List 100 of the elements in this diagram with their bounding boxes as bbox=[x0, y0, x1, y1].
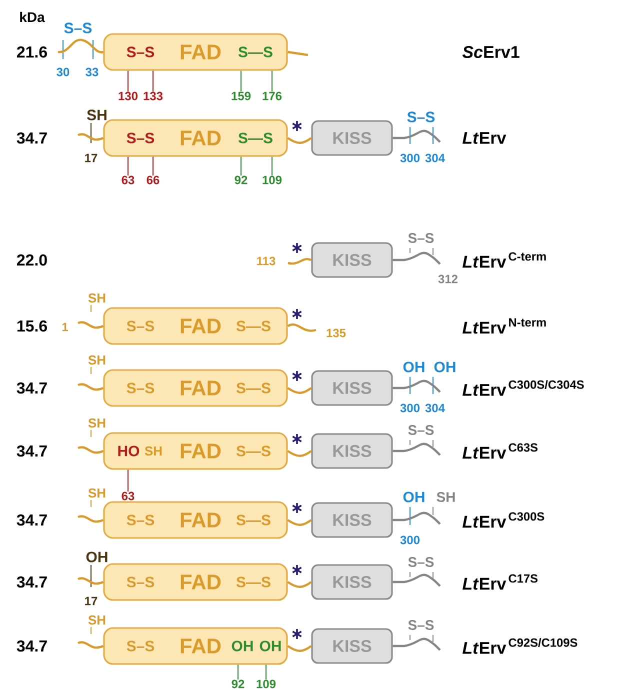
residue-number: 300 bbox=[400, 404, 420, 412]
molecular-mass: 22.0 bbox=[16, 254, 47, 266]
molecular-mass: 21.6 bbox=[16, 46, 47, 58]
linker-line bbox=[287, 450, 312, 457]
residue-number: 33 bbox=[86, 68, 98, 76]
residue-number: 176 bbox=[262, 92, 282, 100]
residue-number: 17 bbox=[85, 154, 98, 162]
protein-name: $\text{\textit{Lt}Erv}$ bbox=[462, 132, 506, 144]
linker-line bbox=[287, 137, 312, 144]
site-label: SH bbox=[88, 615, 106, 625]
kiss-domain-box: KISS bbox=[311, 242, 393, 278]
residue-number: 30 bbox=[56, 68, 70, 76]
protein-name: $\text{\textit{Lt}Erv}^{\,\text{C63S}}$ bbox=[462, 443, 538, 459]
leader-line bbox=[152, 70, 154, 92]
residue-number: 135 bbox=[326, 328, 346, 338]
linker-line bbox=[287, 645, 312, 652]
fad-domain-box: S–S FAD S—S bbox=[103, 501, 288, 539]
residue-number: 300 bbox=[400, 536, 420, 544]
site-label: SH bbox=[88, 488, 106, 498]
site-label: OH bbox=[434, 362, 456, 372]
residue-number: 63 bbox=[122, 492, 134, 500]
protein-name: $\text{\textit{Lt}Erv}^{\,\text{C300S/C304S}}$ bbox=[462, 380, 584, 396]
chain-tail bbox=[78, 515, 104, 523]
leader-line bbox=[240, 70, 242, 92]
residue-number: 92 bbox=[232, 680, 244, 688]
unit-label: kDa bbox=[20, 12, 45, 22]
molecular-mass: 34.7 bbox=[16, 132, 47, 144]
site-label: OH bbox=[86, 552, 108, 562]
residue-number: 113 bbox=[257, 256, 276, 266]
fad-domain-box: S–S FAD S—S bbox=[103, 119, 288, 157]
chain-tail bbox=[392, 252, 441, 265]
molecular-mass: 15.6 bbox=[17, 320, 47, 332]
site-label: SH bbox=[88, 293, 106, 303]
site-label: SH bbox=[88, 418, 106, 428]
chain-tail bbox=[78, 446, 104, 454]
site-label: SH bbox=[436, 492, 455, 502]
molecular-mass: 34.7 bbox=[16, 382, 47, 394]
site-label: S–S bbox=[408, 425, 434, 435]
linker-line bbox=[287, 387, 312, 394]
residue-number: 300 bbox=[400, 154, 420, 162]
leader-line bbox=[240, 156, 242, 176]
protein-name: $\text{\textit{Lt}Erv}^{\,\text{C300S}}$ bbox=[462, 512, 544, 528]
residue-number: 17 bbox=[85, 596, 98, 606]
site-label: S–S bbox=[64, 22, 92, 34]
residue-number: 66 bbox=[146, 176, 160, 184]
fad-domain-box: S–S FAD S—S bbox=[103, 307, 288, 345]
kiss-domain-box: KISS bbox=[311, 433, 393, 469]
site-label: S–S bbox=[407, 112, 435, 122]
linker-line bbox=[287, 519, 312, 526]
residue-number: 159 bbox=[232, 92, 251, 100]
protein-name: $\text{\textit{Lt}Erv}^{\,\text{C92S/C109S}}$ bbox=[462, 638, 578, 654]
residue-number: 304 bbox=[425, 404, 445, 412]
chain-tail bbox=[78, 641, 104, 649]
site-label: SH bbox=[88, 355, 106, 365]
site-label: S–S bbox=[408, 233, 434, 243]
residue-number: 304 bbox=[425, 154, 445, 162]
fad-domain-box: S–S FAD OH OH bbox=[103, 627, 288, 665]
residue-number: 63 bbox=[122, 176, 134, 184]
chain-tail bbox=[392, 130, 441, 143]
chain-tail bbox=[78, 321, 104, 329]
site-label: SH bbox=[87, 110, 106, 120]
chain-tail bbox=[392, 442, 441, 456]
protein-name: $\text{\textit{Sc}Erv1}$ bbox=[462, 46, 520, 58]
chain-tail bbox=[392, 512, 441, 525]
site-label: S–S bbox=[408, 620, 434, 630]
kiss-domain-box: KISS bbox=[311, 502, 393, 538]
kiss-domain-box: KISS bbox=[311, 370, 393, 406]
chain-tail bbox=[78, 133, 104, 141]
protein-name: $\text{\textit{Lt}Erv}^{\,\text{N-term}}$ bbox=[462, 318, 546, 334]
leader-line bbox=[152, 156, 154, 176]
kiss-domain-box: KISS bbox=[311, 628, 393, 664]
chain-tail bbox=[58, 38, 104, 54]
residue-number: 109 bbox=[262, 176, 282, 184]
molecular-mass: 34.7 bbox=[16, 514, 47, 526]
chain-tail bbox=[288, 50, 308, 56]
chain-tail bbox=[392, 638, 441, 651]
fad-domain-box: S–S FAD S—S bbox=[103, 369, 288, 407]
chain-tail bbox=[78, 383, 104, 391]
chain-tail bbox=[288, 258, 312, 265]
fad-domain-box: S–S FAD S—S bbox=[103, 33, 288, 71]
residue-number: 109 bbox=[256, 680, 276, 688]
site-label: OH bbox=[403, 362, 424, 372]
fad-domain-box: S–S FAD S—S bbox=[103, 563, 288, 601]
site-label: S–S bbox=[408, 557, 434, 567]
residue-number: 133 bbox=[144, 92, 163, 100]
fad-domain-box: HO SH FAD S—S bbox=[103, 432, 288, 470]
residue-number: 1 bbox=[62, 322, 68, 332]
molecular-mass: 34.7 bbox=[16, 640, 47, 652]
molecular-mass: 34.7 bbox=[16, 445, 47, 457]
residue-number: 130 bbox=[118, 92, 138, 100]
protein-name: $\text{\textit{Lt}Erv}^{\,\text{C-term}}$ bbox=[462, 252, 546, 268]
molecular-mass: 34.7 bbox=[16, 576, 47, 588]
protein-name: $\text{\textit{Lt}Erv}^{\,\text{C17S}}$ bbox=[462, 574, 538, 590]
linker-line bbox=[287, 581, 312, 588]
kiss-domain-box: KISS bbox=[311, 120, 393, 156]
kiss-domain-box: KISS bbox=[311, 564, 393, 600]
site-label: OH bbox=[403, 492, 424, 502]
residue-number: 312 bbox=[438, 274, 458, 284]
residue-number: 92 bbox=[234, 176, 248, 184]
chain-tail bbox=[287, 323, 316, 332]
